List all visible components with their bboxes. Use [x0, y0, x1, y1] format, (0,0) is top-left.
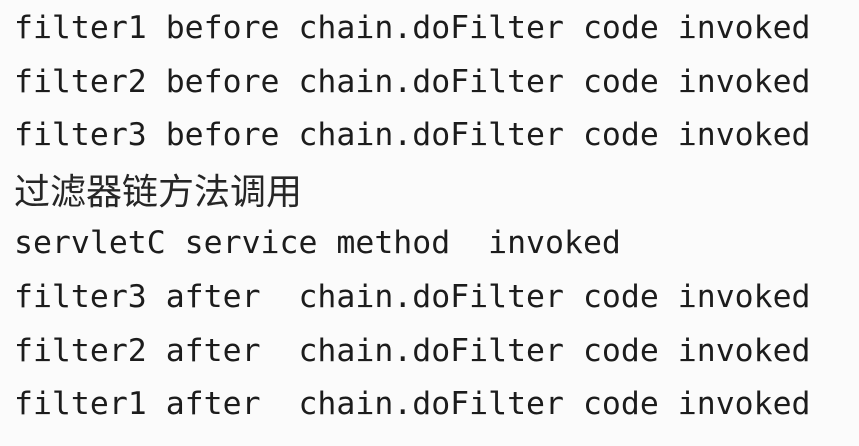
console-line: filter3 after chain.doFilter code invoke… — [14, 278, 811, 315]
console-line: filter2 after chain.doFilter code invoke… — [14, 332, 811, 369]
console-line: servletC service method invoked — [14, 225, 621, 262]
console-line: filter1 before chain.doFilter code invok… — [14, 9, 811, 46]
console-line: filter1 after chain.doFilter code invoke… — [14, 386, 811, 423]
console-line-chinese: 过滤器链方法调用 — [14, 172, 303, 214]
console-line: filter2 before chain.doFilter code invok… — [14, 63, 811, 100]
console-line: filter3 before chain.doFilter code invok… — [14, 117, 811, 154]
